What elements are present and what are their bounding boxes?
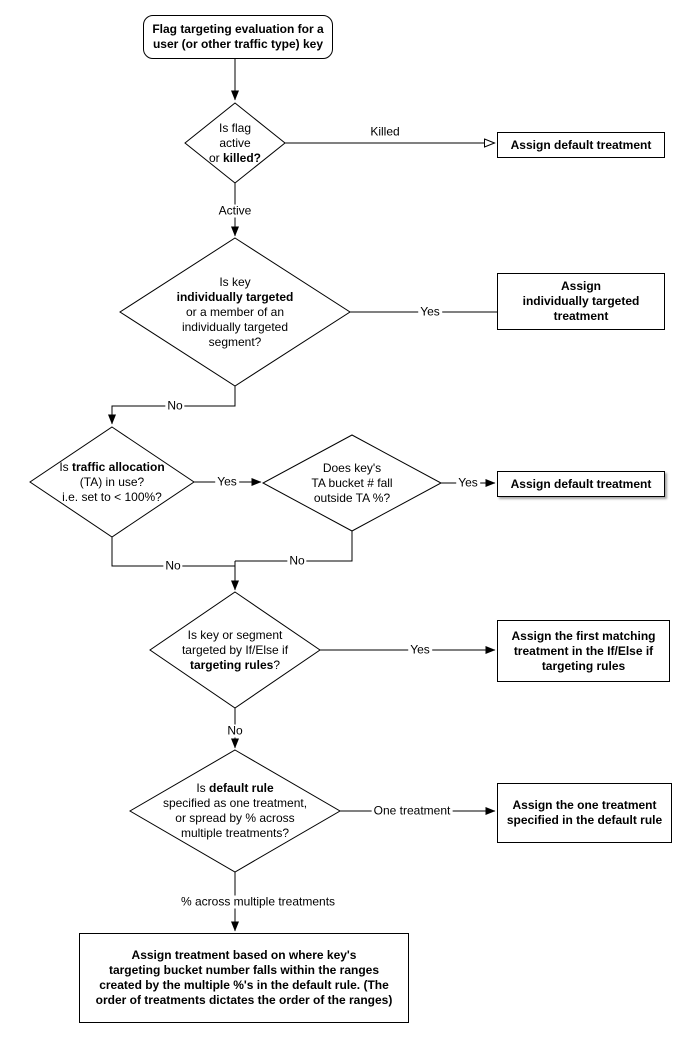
text-segment: ? <box>273 657 281 672</box>
edge-label-killed: Killed <box>368 124 402 139</box>
text-segment-bold: default rule <box>208 781 274 795</box>
decision-if-else-rules: Is key or segment targeted by If/Else if… <box>150 592 320 708</box>
outcome-default-treatment-killed: Assign default treatment <box>497 132 665 158</box>
outcome-line: treatment in the If/Else if <box>513 643 654 658</box>
edge-label-no-outside: No <box>287 553 307 568</box>
decision-default-rule: Is default rule specified as one treatme… <box>130 750 340 872</box>
text-segment-bold: killed? <box>223 150 262 165</box>
decision-line: TA bucket # fall <box>311 475 393 490</box>
start-node-line1: Flag targeting evaluation for a <box>152 22 324 36</box>
outcome-text: Assign default treatment <box>510 476 652 491</box>
decision-ta-bucket-shape <box>261 434 443 532</box>
outcome-individually-targeted: Assign individually targeted treatment <box>497 273 665 330</box>
edge-label-no-individually: No <box>165 398 185 413</box>
edge-label-pct-across: % across multiple treatments <box>178 894 338 909</box>
outcome-line: specified in the default rule <box>506 813 663 827</box>
edge-no-outside <box>235 531 353 562</box>
decision-line: Is default rule <box>196 781 273 796</box>
outcome-text: Assign default treatment <box>510 137 652 152</box>
decision-line: Is key or segment <box>187 627 283 642</box>
start-node-line2: user (or other traffic type) key <box>152 37 324 51</box>
decision-flag-active-shape <box>184 102 286 184</box>
edge-label-yes-individually: Yes <box>418 304 442 319</box>
outcome-line: Assign the one treatment <box>512 798 657 812</box>
decision-line: or a member of an <box>185 304 285 319</box>
decision-line: targeting rules? <box>190 658 280 673</box>
decision-line: Does key's <box>322 460 382 475</box>
text-segment: or <box>208 150 223 165</box>
decision-line: or killed? <box>209 151 261 166</box>
decision-ta-bucket: Does key's TA bucket # fall outside TA %… <box>263 435 441 531</box>
outcome-line: Assign the first matching <box>511 628 656 643</box>
outcome-bucket-ranges: Assign treatment based on where key's ta… <box>79 933 409 1023</box>
outcome-line: targeting bucket number falls within the… <box>108 963 380 977</box>
outcome-default-treatment-ta: Assign default treatment <box>497 471 665 497</box>
decision-individually-targeted: Is key individually targeted or a member… <box>120 238 350 386</box>
decision-if-else-rules-shape <box>149 591 321 709</box>
edge-label-yes-outside: Yes <box>456 475 480 490</box>
decision-line: targeted by If/Else if <box>181 642 289 657</box>
text-segment-bold: traffic allocation <box>71 459 165 474</box>
outcome-line: treatment <box>553 309 609 323</box>
decision-line: specified as one treatment, <box>162 796 308 810</box>
decision-traffic-allocation-shape <box>29 426 195 538</box>
outcome-one-treatment: Assign the one treatment specified in th… <box>497 783 672 843</box>
edge-label-yes-ta: Yes <box>215 474 239 489</box>
edge-no-ta <box>111 537 235 567</box>
outcome-line: individually targeted <box>522 294 640 308</box>
start-node: Flag targeting evaluation for a user (or… <box>143 15 333 59</box>
decision-line: (TA) in use? <box>79 474 145 489</box>
edge-label-active: Active <box>216 203 254 218</box>
text-segment: Is <box>59 459 72 474</box>
decision-line: Is traffic allocation <box>59 460 164 475</box>
decision-line: or spread by % across <box>175 811 295 825</box>
edge-label-yes-rules: Yes <box>408 642 432 657</box>
outcome-line: created by the multiple %'s in the defau… <box>99 978 389 992</box>
edge-label-one-treatment: One treatment <box>371 803 453 818</box>
decision-individually-targeted-shape <box>119 237 351 387</box>
decision-line: active <box>219 135 251 150</box>
text-segment-bold: targeting rules <box>189 657 274 672</box>
decision-line: individually targeted <box>181 319 289 334</box>
outcome-line: Assign <box>560 279 601 293</box>
outcome-line: targeting rules <box>541 658 626 673</box>
decision-default-rule-shape <box>129 749 341 873</box>
edge-label-no-rules: No <box>225 723 245 738</box>
decision-flag-active: Is flag active or killed? <box>185 103 285 183</box>
decision-line: outside TA %? <box>313 490 391 505</box>
decision-line: Is key <box>219 274 251 289</box>
outcome-line: Assign treatment based on where key's <box>131 948 357 962</box>
outcome-line: order of treatments dictates the order o… <box>95 993 393 1007</box>
text-segment: Is <box>196 781 209 795</box>
decision-line: i.e. set to < 100%? <box>62 489 162 504</box>
decision-line-bold: individually targeted <box>176 289 294 304</box>
decision-line: multiple treatments? <box>180 826 290 840</box>
edge-label-no-ta: No <box>163 558 183 573</box>
decision-line: segment? <box>208 334 262 349</box>
decision-line: Is flag <box>218 120 251 135</box>
decision-traffic-allocation: Is traffic allocation (TA) in use? i.e. … <box>30 427 194 537</box>
outcome-first-matching: Assign the first matching treatment in t… <box>497 620 670 682</box>
